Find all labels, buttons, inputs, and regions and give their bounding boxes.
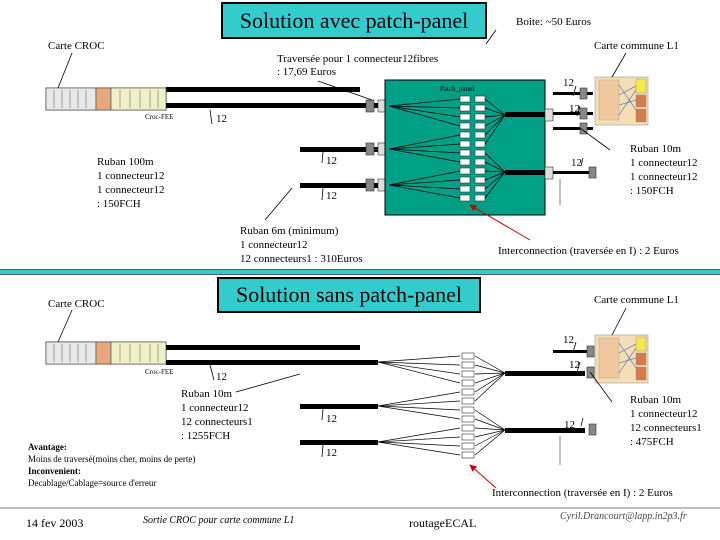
count-12-top-b: 12 bbox=[326, 155, 337, 167]
count-12-bottom-d: 12 bbox=[563, 334, 574, 346]
ruban10-top-line2: 1 connecteur12 bbox=[630, 157, 698, 169]
croc-card-top bbox=[45, 87, 167, 111]
ruban10b-line1: Ruban 10m bbox=[630, 394, 682, 406]
ruban6-line2: 1 connecteur12 bbox=[240, 239, 308, 251]
ruban10-top-line3: 1 connecteur12 bbox=[630, 171, 698, 183]
ruban10b-line2: 1 connecteur12 bbox=[630, 408, 698, 420]
cables-bottom bbox=[166, 345, 378, 445]
boite-label: Boite: ~50 Euros bbox=[516, 16, 592, 28]
ruban10a-line2: 1 connecteur12 bbox=[181, 402, 249, 414]
ruban100-line3: 1 connecteur12 bbox=[97, 184, 165, 196]
ruban100-line4: : 150FCH bbox=[97, 198, 141, 210]
croc-fee-label-bottom: Croc-FEE bbox=[145, 368, 174, 376]
footer-date: 14 fev 2003 bbox=[26, 516, 84, 530]
interconnect-slots-bottom bbox=[461, 352, 475, 459]
title-top: Solution avec patch-panel bbox=[221, 2, 487, 39]
footer-author: Cyril.Drancourt@lapp.in2p3.fr bbox=[560, 511, 687, 522]
count-12-top-d: 12 bbox=[563, 77, 574, 89]
footer-subtitle: Sortie CROC pour carte commune L1 bbox=[143, 515, 295, 526]
ruban10a-line1: Ruban 10m bbox=[181, 388, 233, 400]
ruban10a-line4: : 1255FCH bbox=[181, 430, 231, 442]
count-12-top-e: 12 bbox=[569, 103, 580, 115]
count-12-bottom-b: 12 bbox=[326, 413, 337, 425]
carte-commune-label-top: Carte commune L1 bbox=[594, 40, 679, 52]
footer-center: routageECAL bbox=[409, 516, 477, 530]
avantage-title: Avantage: bbox=[28, 442, 67, 452]
inconvenient-title: Inconvenient: bbox=[28, 466, 82, 476]
ruban100-line2: 1 connecteur12 bbox=[97, 170, 165, 182]
ruban10a-line3: 12 connecteurs1 bbox=[181, 416, 253, 428]
croc-fee-label-top: Croc-FEE bbox=[145, 113, 174, 121]
ruban10-top-line1: Ruban 10m bbox=[630, 143, 682, 155]
ruban100-line1: Ruban 100m bbox=[97, 156, 154, 168]
title-bottom: Solution sans patch-panel bbox=[217, 277, 481, 313]
patch-panel-label: Patch_panel bbox=[440, 85, 475, 93]
interconnection-label-bottom: Interconnection (traversée en I) : 2 Eur… bbox=[492, 487, 673, 499]
carte-croc-label-top: Carte CROC bbox=[48, 40, 105, 52]
traversee-label-1: Traversée pour 1 connecteur12fibres bbox=[277, 53, 439, 65]
ruban6-line3: 12 connecteurs1 : 310Euros bbox=[240, 253, 363, 265]
section-separator bbox=[0, 269, 720, 275]
carte-commune-bottom bbox=[594, 334, 649, 384]
count-12-bottom-f: 12 bbox=[564, 419, 575, 431]
ruban10-top-line4: : 150FCH bbox=[630, 185, 674, 197]
count-12-bottom-c: 12 bbox=[326, 447, 337, 459]
count-12-top-c: 12 bbox=[326, 190, 337, 202]
avantage-text: Moins de traversé(moins cher, moins de p… bbox=[28, 454, 196, 464]
carte-commune-top bbox=[594, 76, 649, 126]
traversee-label-2: : 17,69 Euros bbox=[277, 66, 336, 78]
interconnection-label-top: Interconnection (traversée en I) : 2 Eur… bbox=[498, 245, 679, 257]
count-12-top-f: 12 bbox=[571, 157, 582, 169]
count-12-bottom-a: 12 bbox=[216, 371, 227, 383]
carte-commune-label-bottom: Carte commune L1 bbox=[594, 294, 679, 306]
croc-card-bottom bbox=[45, 341, 167, 365]
carte-croc-label-bottom: Carte CROC bbox=[48, 298, 105, 310]
cables-top bbox=[166, 87, 378, 188]
ruban10b-line4: : 475FCH bbox=[630, 436, 674, 448]
count-12-top-a: 12 bbox=[216, 113, 227, 125]
ruban10b-line3: 12 connecteurs1 bbox=[630, 422, 702, 434]
ruban6-line1: Ruban 6m (minimum) bbox=[240, 225, 339, 237]
count-12-bottom-e: 12 bbox=[569, 359, 580, 371]
inconvenient-text: Decablage/Cablage=source d'erreur bbox=[28, 478, 157, 488]
